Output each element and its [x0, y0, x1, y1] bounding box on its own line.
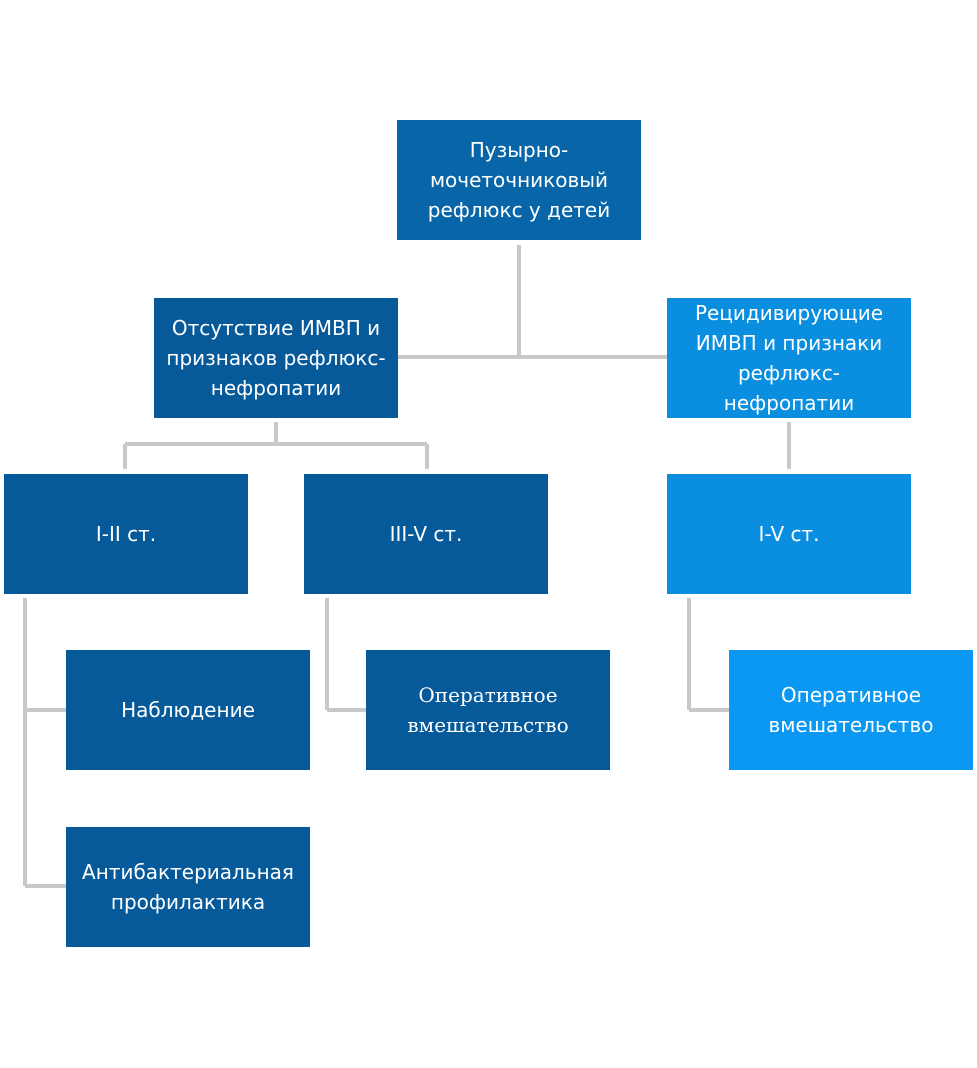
node-surgery-left: Оперативное вмешательство	[366, 650, 610, 770]
node-antibacterial-label: Антибактериальная профилактика	[82, 860, 294, 914]
node-grade-3-5: III-V ст.	[304, 474, 548, 594]
node-grade-1-5: I-V ст.	[667, 474, 911, 594]
node-observation-label: Наблюдение	[121, 698, 255, 722]
node-surgery-right-label: Оперативное вмешательство	[768, 683, 934, 737]
node-grade-1-2-label: I-II ст.	[95, 522, 157, 546]
node-left-branch: Отсутствие ИМВП и признаков рефлюкс- неф…	[154, 298, 398, 418]
node-grade-1-2: I-II ст.	[4, 474, 248, 594]
node-grade-3-5-label: III-V ст.	[389, 522, 463, 546]
node-grade-1-5-label: I-V ст.	[758, 522, 820, 546]
node-right-branch-label: Рецидивирующие ИМВП и признаки рефлюкс- …	[694, 301, 884, 415]
node-surgery-right: Оперативное вмешательство	[729, 650, 973, 770]
node-right-branch: Рецидивирующие ИМВП и признаки рефлюкс- …	[667, 298, 911, 418]
node-root-label: Пузырно- мочеточниковый рефлюкс у детей	[427, 138, 611, 222]
node-root: Пузырно- мочеточниковый рефлюкс у детей	[397, 120, 641, 240]
node-antibacterial: Антибактериальная профилактика	[66, 827, 310, 947]
node-observation: Наблюдение	[66, 650, 310, 770]
node-surgery-left-label: Оперативное вмешательство	[407, 683, 569, 737]
node-left-branch-label: Отсутствие ИМВП и признаков рефлюкс- неф…	[166, 316, 386, 400]
